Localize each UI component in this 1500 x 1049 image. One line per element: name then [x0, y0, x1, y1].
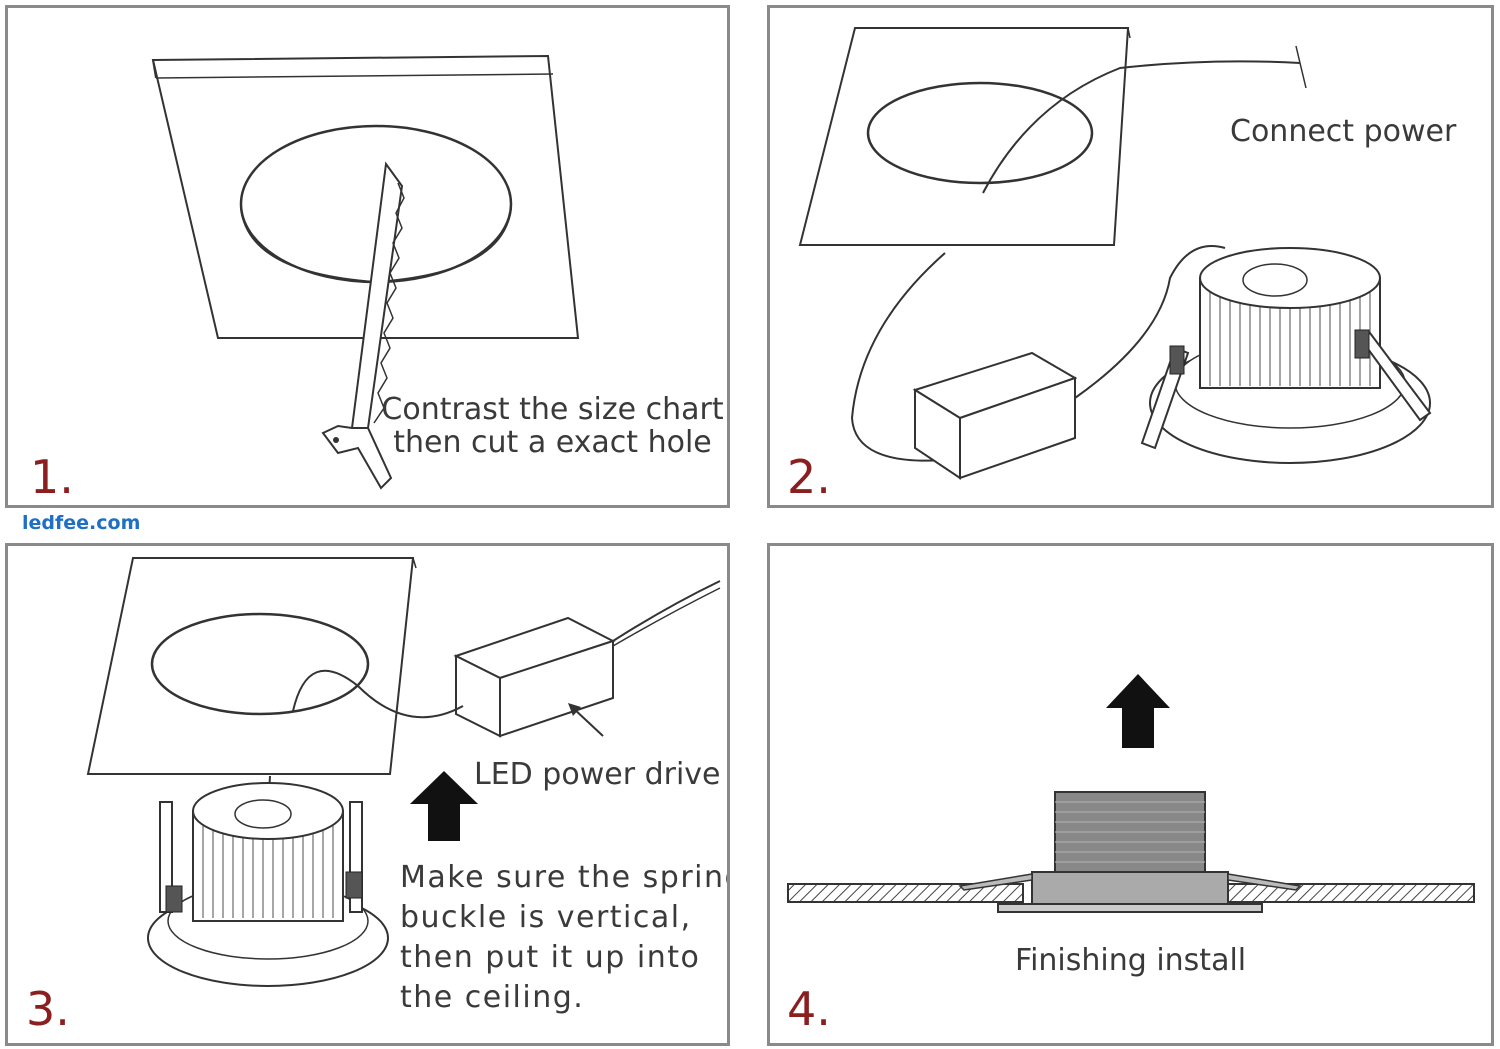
step-2-panel: Connect power 2.: [767, 5, 1494, 508]
finished-install-illustration: [787, 674, 1475, 913]
step-4-panel: Finishing install 4.: [767, 543, 1494, 1046]
step-2-caption: Connect power: [1230, 114, 1457, 149]
step-1-caption-line-1: Contrast the size chart: [381, 392, 724, 427]
step-1-panel: Contrast the size chart then cut a exact…: [5, 5, 730, 508]
step-1-caption-line-2: then cut a exact hole: [393, 425, 712, 460]
step-3-number: 3.: [26, 982, 70, 1036]
step-1-caption: Contrast the size chart then cut a exact…: [380, 393, 725, 459]
led-power-drive-label: LED power drive: [474, 757, 721, 792]
connect-power-illustration: [798, 27, 1432, 480]
step-3-caption-line-4: the ceiling.: [400, 980, 585, 1015]
step-3-caption-line-3: then put it up into: [400, 940, 701, 975]
step-3-caption-line-1: Make sure the spring: [400, 860, 730, 895]
step-3-panel: LED power drive Make sure the spring buc…: [5, 543, 730, 1046]
spring-buckle-illustration: [86, 557, 721, 987]
step-2-number: 2.: [787, 450, 831, 504]
saw-cutting-illustration: [151, 54, 580, 490]
step-1-number: 1.: [30, 450, 74, 504]
step-4-caption: Finishing install: [1015, 943, 1247, 978]
step-3-caption-line-2: buckle is vertical,: [400, 900, 692, 935]
watermark: ledfee.com: [22, 512, 141, 534]
step-4-number: 4.: [787, 982, 831, 1036]
step-3-caption: Make sure the spring buckle is vertical,…: [400, 858, 730, 1018]
